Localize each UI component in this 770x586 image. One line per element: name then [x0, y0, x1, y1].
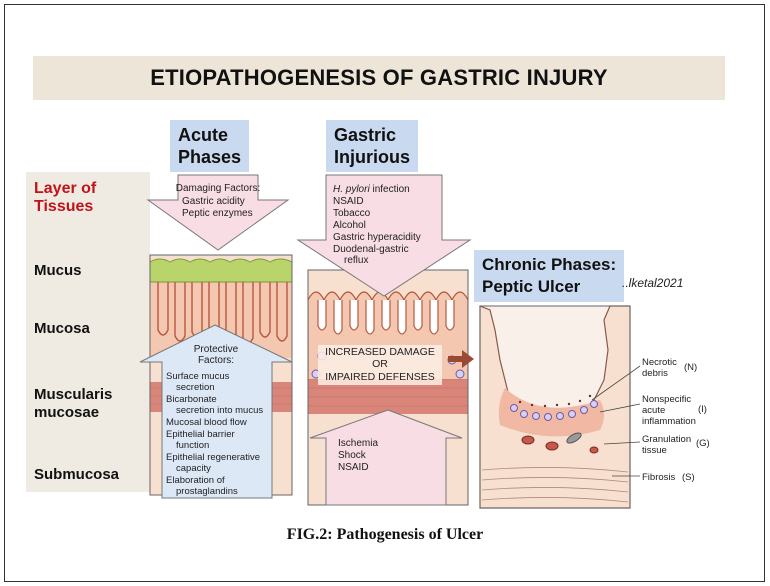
nonspecific-label-3: inflammation — [642, 416, 696, 427]
injurious-item: reflux — [344, 255, 368, 266]
nonspecific-code: (I) — [698, 404, 707, 415]
damaging-title: Damaging Factors: — [176, 183, 260, 194]
protective-item: secretion into mucus — [176, 405, 263, 416]
protective-item: capacity — [176, 463, 211, 474]
protective-item: Epithelial regenerative — [166, 452, 260, 463]
figure-caption: FIG.2: Pathogenesis of Ulcer — [0, 526, 770, 544]
injurious-item: Gastric hyperacidity — [333, 232, 421, 243]
damage-line-3: IMPAIRED DEFENSES — [325, 371, 435, 383]
damage-line-2: OR — [372, 358, 388, 370]
granulation-label-2: tissue — [642, 445, 667, 456]
protective-item: Epithelial barrier — [166, 429, 235, 440]
protective-item: secretion — [176, 382, 215, 393]
damaging-item-acidity: Gastric acidity — [182, 196, 245, 207]
injurious-item: Tobacco — [333, 208, 371, 219]
damage-line-1: INCREASED DAMAGE — [325, 346, 435, 358]
necrotic-label-2: debris — [642, 368, 668, 379]
ischemia-item: Ischemia — [338, 438, 378, 449]
injurious-item: Alcohol — [333, 220, 366, 231]
injurious-glands — [318, 300, 454, 334]
injurious-item: NSAID — [333, 196, 364, 207]
granulation-code: (G) — [696, 438, 710, 449]
ulcer-annotations: Necrotic debris (N) Nonspecific acute in… — [642, 357, 710, 483]
protective-item: prostaglandins — [176, 486, 238, 497]
nonspecific-label-1: Nonspecific — [642, 394, 691, 405]
injurious-item: Duodenal-gastric — [333, 244, 409, 255]
granulation-label-1: Granulation — [642, 434, 691, 445]
ischemia-item: NSAID — [338, 462, 369, 473]
damaging-item-enzymes: Peptic enzymes — [182, 208, 253, 219]
protective-item: function — [176, 440, 209, 451]
nonspecific-label-2: acute — [642, 405, 665, 416]
fibrosis-label: Fibrosis — [642, 472, 676, 483]
protective-item: Elaboration of — [166, 475, 225, 486]
injurious-hpylori: H. pylori infection — [333, 184, 410, 195]
ischemia-item: Shock — [338, 450, 367, 461]
protective-item: Surface mucus — [166, 371, 230, 382]
necrotic-label-1: Necrotic — [642, 357, 677, 368]
protective-title-2: Factors: — [198, 355, 234, 366]
ulcer-tissue-panel — [480, 306, 630, 508]
fibrosis-code: (S) — [682, 472, 695, 483]
protective-title-1: Protective — [194, 344, 239, 355]
protective-item: Mucosal blood flow — [166, 417, 247, 428]
acute-mucus-layer — [150, 259, 292, 282]
necrotic-code: (N) — [684, 362, 697, 373]
protective-item: Bicarbonate — [166, 394, 217, 405]
